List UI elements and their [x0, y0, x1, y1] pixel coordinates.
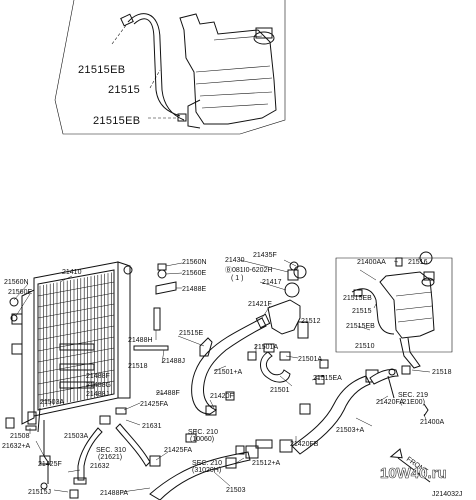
- water-outlet-assembly: [267, 261, 309, 339]
- label-21560E-right: 21560E: [182, 270, 206, 277]
- label-21516: 21516: [408, 259, 428, 266]
- label-21488FA: 21488FA: [100, 490, 128, 497]
- label-21501: 21501: [270, 387, 290, 394]
- label-21488G: 21488G: [86, 382, 111, 389]
- label-21420FA: 21420FA: [376, 399, 404, 406]
- label-21501A-1: 21501A: [254, 344, 278, 351]
- radiator: [5, 261, 177, 433]
- label-21508: 21508: [10, 433, 30, 440]
- label-21420FB: 21420FB: [290, 441, 319, 448]
- label-21515EB-top: 21515EB: [78, 64, 125, 76]
- label-21488J-left: 21488J: [86, 391, 109, 398]
- label-sec-210-a-code: (10060): [190, 436, 214, 443]
- part-labels: 21560N 21560E 21410 21560N 21560E 21488E…: [2, 252, 452, 497]
- diagram-reference-code: J214032J: [432, 491, 462, 498]
- label-sec-210-b-code: (31020H): [192, 467, 221, 474]
- label-21631: 21631: [142, 423, 162, 430]
- label-21632-A: 21632+A: [2, 443, 31, 450]
- label-21515E: 21515E: [179, 330, 203, 337]
- label-21518-right: 21518: [432, 369, 452, 376]
- label-sec-210-b: SEC. 210: [192, 460, 222, 467]
- label-sec-219: SEC. 219: [398, 392, 428, 399]
- label-21417: 21417: [262, 279, 282, 286]
- upper-radiator-hose: [191, 313, 271, 416]
- label-21515EB-bottom: 21515EB: [93, 115, 140, 127]
- label-21410: 21410: [62, 269, 82, 276]
- label-21400AA: 21400AA: [357, 259, 386, 266]
- label-sec-210-a: SEC. 210: [188, 429, 218, 436]
- label-21425FA-lower: 21425FA: [164, 447, 192, 454]
- label-21512: 21512: [301, 318, 321, 325]
- bypass-hose: [260, 343, 291, 383]
- small-hoses-and-clips: [39, 337, 329, 499]
- label-21560N-right: 21560N: [182, 259, 207, 266]
- label-21421F: 21421F: [248, 301, 272, 308]
- leader-lines: [13, 257, 431, 493]
- label-21515-right: 21515: [352, 308, 372, 315]
- label-21425FA: 21425FA: [140, 401, 168, 408]
- label-21488E: 21488E: [182, 286, 206, 293]
- label-21488H: 21488H: [128, 337, 153, 344]
- label-21400A: 21400A: [420, 419, 444, 426]
- label-21503-A: 21503+A: [336, 427, 365, 434]
- label-21503A: 21503A: [40, 399, 64, 406]
- label-21510: 21510: [355, 343, 375, 350]
- label-21560E-left: 21560E: [8, 289, 32, 296]
- label-sec-219-code: (21E00): [400, 399, 425, 406]
- label-21435F: 21435F: [253, 252, 277, 259]
- label-21488F-right: 21488F: [156, 390, 180, 397]
- label-21420F: 21420F: [210, 393, 234, 400]
- label-sec-310: SEC. 310: [96, 447, 126, 454]
- label-21560N-left: 21560N: [4, 279, 29, 286]
- label-21518: 21518: [128, 363, 148, 370]
- label-bolt-qty: ( 1 ): [231, 275, 243, 282]
- label-21488F: 21488F: [86, 373, 110, 380]
- label-21501-A: 21501+A: [214, 369, 243, 376]
- label-21488J: 21488J: [162, 358, 185, 365]
- label-21515J: 21515J: [28, 489, 51, 496]
- label-21515EB-right-1: 21515EB: [343, 295, 372, 302]
- watermark-text: 10W40.ru: [380, 465, 447, 482]
- label-bolt-08110-6202H: Ⓑ081I0-6202H: [225, 266, 272, 274]
- watermark-logo: 10W40.ru: [380, 465, 447, 483]
- label-21632: 21632: [90, 463, 110, 470]
- label-21515EB-right-2: 21515EB: [346, 323, 375, 330]
- label-21425F: 21425F: [38, 461, 62, 468]
- lower-radiator-hose: [149, 439, 273, 500]
- label-21430: 21430: [225, 257, 245, 264]
- label-21515EA: 21515EA: [313, 375, 342, 382]
- top-inset-reservoir-detail: 21515EB 21515 21515EB: [54, 0, 286, 135]
- label-21515-top: 21515: [108, 84, 140, 96]
- label-sec-310-code: (21621): [98, 454, 122, 461]
- label-21503: 21503: [226, 487, 246, 494]
- lower-hose-to-engine: [279, 369, 399, 455]
- label-21503A-lower: 21503A: [64, 433, 88, 440]
- reservoir-tank-right: [335, 251, 453, 417]
- label-21501A-2: 21501A: [298, 356, 322, 363]
- label-21512-A: 21512+A: [252, 460, 281, 467]
